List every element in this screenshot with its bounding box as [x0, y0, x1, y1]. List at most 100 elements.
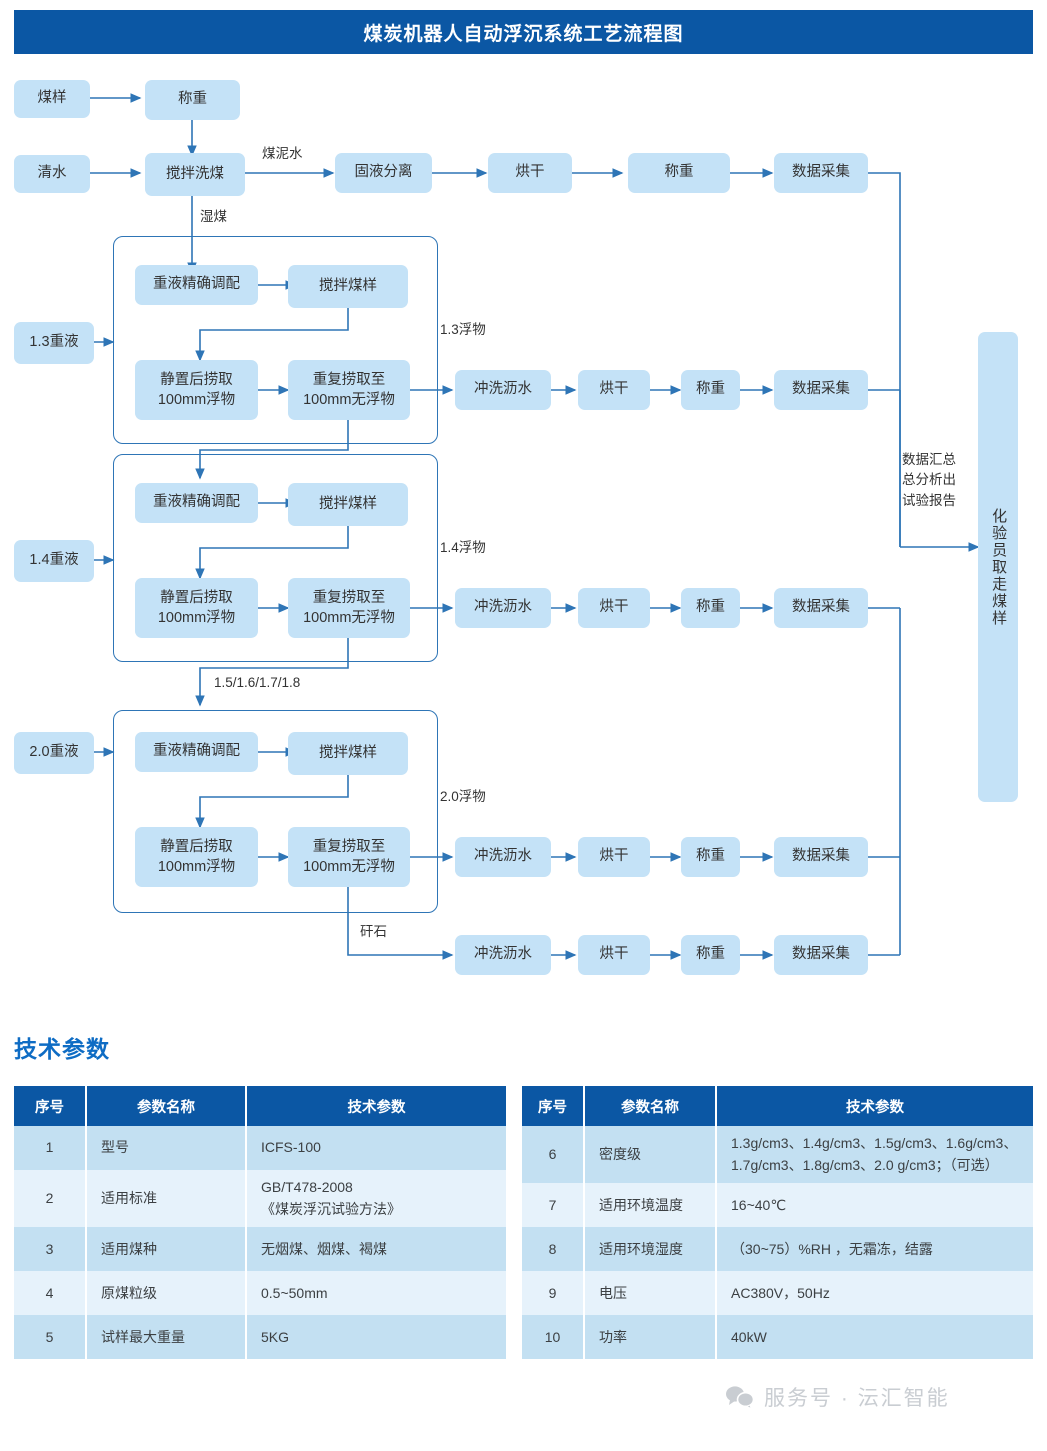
- watermark: 服务号 · 沄汇智能: [725, 1382, 950, 1412]
- table-row: 3 适用煤种 无烟煤、烟煤、褐煤: [14, 1227, 506, 1272]
- cell-index: 10: [522, 1315, 585, 1360]
- cell-index: 4: [14, 1271, 87, 1316]
- process-flow-diagram: 煤样 称重 清水 搅拌洗煤 固液分离 烘干 称重 数据采集 煤泥水 湿煤 1.3…: [0, 60, 1047, 1010]
- edge-label-mid-densities: 1.5/1.6/1.7/1.8: [214, 675, 301, 690]
- node-rinse-1.3[interactable]: 冲洗沥水: [455, 370, 551, 410]
- node-prepare-1.4[interactable]: 重液精确调配: [135, 483, 258, 523]
- page-title: 煤炭机器人自动浮沉系统工艺流程图: [363, 23, 684, 45]
- node-lab-takes-sample[interactable]: 化验员取走煤样: [978, 332, 1018, 802]
- cell-index: 3: [14, 1227, 87, 1272]
- cell-value: AC380V，50Hz: [716, 1271, 1033, 1316]
- section-heading-technical-parameters: 技术参数: [14, 1036, 110, 1062]
- column-header-value: 技术参数: [716, 1086, 1033, 1126]
- cell-value: GB/T478-2008 《煤炭浮沉试验方法》: [246, 1170, 506, 1228]
- cell-value: 16~40℃: [716, 1183, 1033, 1228]
- node-clean-water[interactable]: 清水: [14, 155, 90, 193]
- cell-name: 密度级: [584, 1126, 717, 1184]
- parameters-table-left: 序号 参数名称 技术参数 1 型号 ICFS-100 2 适用标准 GB/T47…: [14, 1086, 506, 1360]
- cell-name: 型号: [86, 1126, 247, 1170]
- edge-label-float-2.0: 2.0浮物: [440, 789, 486, 804]
- parameters-table-right: 序号 参数名称 技术参数 6 密度级 1.3g/cm3、1.4g/cm3、1.5…: [522, 1086, 1033, 1360]
- cell-index: 9: [522, 1271, 585, 1316]
- cell-value: 1.3g/cm3、1.4g/cm3、1.5g/cm3、1.6g/cm3、1.7g…: [716, 1126, 1033, 1184]
- cell-value: 40kW: [716, 1315, 1033, 1360]
- node-stir-wash[interactable]: 搅拌洗煤: [145, 153, 245, 196]
- node-data-collection-gangue[interactable]: 数据采集: [774, 935, 868, 975]
- cell-value: 无烟煤、烟煤、褐煤: [246, 1227, 506, 1272]
- node-solid-liquid-separation[interactable]: 固液分离: [335, 153, 432, 193]
- cell-value: ICFS-100: [246, 1126, 506, 1170]
- node-weigh-top[interactable]: 称重: [145, 80, 240, 120]
- node-rinse-1.4[interactable]: 冲洗沥水: [455, 588, 551, 628]
- edge-label-wet-coal: 湿煤: [200, 209, 227, 224]
- node-settle-1.3[interactable]: 静置后捞取 100mm浮物: [135, 360, 258, 420]
- cell-name: 适用煤种: [86, 1227, 247, 1272]
- edge-label-summary: 数据汇总总分析出试验报告: [902, 452, 956, 508]
- node-data-collection-top[interactable]: 数据采集: [774, 153, 868, 193]
- table-row: 2 适用标准 GB/T478-2008 《煤炭浮沉试验方法》: [14, 1170, 506, 1228]
- table-row: 7 适用环境温度 16~40℃: [522, 1183, 1033, 1228]
- watermark-text: 服务号 · 沄汇智能: [764, 1387, 950, 1410]
- node-repeat-1.4[interactable]: 重复捞取至 100mm无浮物: [288, 578, 410, 638]
- cell-value: 0.5~50mm: [246, 1271, 506, 1316]
- column-header-name: 参数名称: [86, 1086, 247, 1126]
- table-row: 4 原煤粒级 0.5~50mm: [14, 1271, 506, 1316]
- cell-index: 8: [522, 1227, 585, 1272]
- table-row: 8 适用环境湿度 （30~75）%RH ，无霜冻，结露: [522, 1227, 1033, 1272]
- node-heavy-liquid-2.0[interactable]: 2.0重液: [14, 732, 94, 774]
- node-prepare-1.3[interactable]: 重液精确调配: [135, 265, 258, 305]
- column-header-index: 序号: [522, 1086, 585, 1126]
- cell-value: 5KG: [246, 1315, 506, 1360]
- node-coal-sample[interactable]: 煤样: [14, 80, 90, 118]
- column-header-index: 序号: [14, 1086, 87, 1126]
- cell-name: 试样最大重量: [86, 1315, 247, 1360]
- edge-label-float-1.3: 1.3浮物: [440, 322, 486, 337]
- node-weigh-2.0[interactable]: 称重: [681, 837, 740, 877]
- edge-label-slurry: 煤泥水: [262, 146, 303, 161]
- cell-name: 原煤粒级: [86, 1271, 247, 1316]
- node-heavy-liquid-1.4[interactable]: 1.4重液: [14, 540, 94, 582]
- node-data-collection-2.0[interactable]: 数据采集: [774, 837, 868, 877]
- node-rinse-2.0[interactable]: 冲洗沥水: [455, 837, 551, 877]
- cell-index: 5: [14, 1315, 87, 1360]
- node-data-collection-1.4[interactable]: 数据采集: [774, 588, 868, 628]
- cell-index: 1: [14, 1126, 87, 1170]
- node-heavy-liquid-1.3[interactable]: 1.3重液: [14, 322, 94, 364]
- node-weigh-1.3[interactable]: 称重: [681, 370, 740, 410]
- cell-index: 7: [522, 1183, 585, 1228]
- column-header-value: 技术参数: [246, 1086, 506, 1126]
- node-dry-1.3[interactable]: 烘干: [578, 370, 650, 410]
- node-weigh-top-2[interactable]: 称重: [628, 153, 730, 193]
- node-dry-gangue[interactable]: 烘干: [578, 935, 650, 975]
- node-stir-sample-1.3[interactable]: 搅拌煤样: [288, 265, 408, 308]
- edge-label-gangue: 矸石: [360, 924, 387, 939]
- page-header-bar: 煤炭机器人自动浮沉系统工艺流程图: [14, 10, 1033, 54]
- node-dry-1.4[interactable]: 烘干: [578, 588, 650, 628]
- cell-name: 功率: [584, 1315, 717, 1360]
- table-row: 6 密度级 1.3g/cm3、1.4g/cm3、1.5g/cm3、1.6g/cm…: [522, 1126, 1033, 1184]
- node-stir-sample-1.4[interactable]: 搅拌煤样: [288, 483, 408, 526]
- node-dry-top[interactable]: 烘干: [488, 153, 572, 193]
- wechat-icon: [726, 1386, 755, 1409]
- cell-name: 适用环境湿度: [584, 1227, 717, 1272]
- node-data-collection-1.3[interactable]: 数据采集: [774, 370, 868, 410]
- table-row: 5 试样最大重量 5KG: [14, 1315, 506, 1360]
- table-header-row: 序号 参数名称 技术参数: [14, 1086, 506, 1126]
- node-settle-1.4[interactable]: 静置后捞取 100mm浮物: [135, 578, 258, 638]
- cell-name: 适用环境温度: [584, 1183, 717, 1228]
- table-row: 1 型号 ICFS-100: [14, 1126, 506, 1170]
- node-repeat-2.0[interactable]: 重复捞取至 100mm无浮物: [288, 827, 410, 887]
- node-stir-sample-2.0[interactable]: 搅拌煤样: [288, 732, 408, 775]
- node-rinse-gangue[interactable]: 冲洗沥水: [455, 935, 551, 975]
- node-weigh-1.4[interactable]: 称重: [681, 588, 740, 628]
- density-group-2.0: [113, 710, 438, 913]
- node-dry-2.0[interactable]: 烘干: [578, 837, 650, 877]
- node-repeat-1.3[interactable]: 重复捞取至 100mm无浮物: [288, 360, 410, 420]
- node-weigh-gangue[interactable]: 称重: [681, 935, 740, 975]
- node-prepare-2.0[interactable]: 重液精确调配: [135, 732, 258, 772]
- table-row: 10 功率 40kW: [522, 1315, 1033, 1360]
- cell-index: 2: [14, 1170, 87, 1228]
- node-settle-2.0[interactable]: 静置后捞取 100mm浮物: [135, 827, 258, 887]
- cell-name: 适用标准: [86, 1170, 247, 1228]
- edge-label-float-1.4: 1.4浮物: [440, 540, 486, 555]
